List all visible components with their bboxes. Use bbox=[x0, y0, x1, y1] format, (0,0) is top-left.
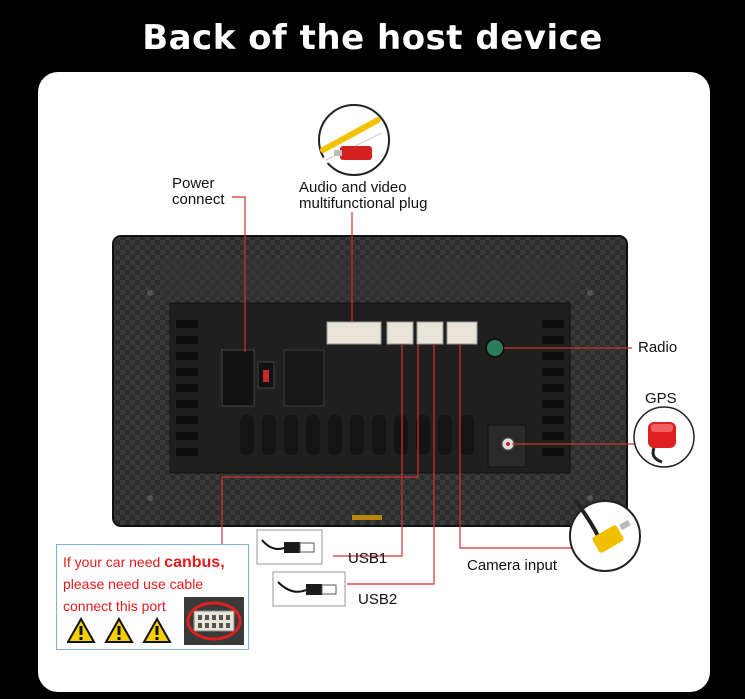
audio-video-plug-icon bbox=[318, 104, 390, 176]
usb1-label: USB1 bbox=[348, 550, 388, 567]
canbus-port-icon bbox=[184, 597, 244, 645]
leader-lines bbox=[221, 196, 636, 585]
canbus-note-line3: connect this port bbox=[63, 598, 166, 614]
warning-icon bbox=[67, 617, 96, 643]
audio-video-label-line2: multifunctional plug bbox=[299, 195, 428, 212]
canbus-note-line2: please need use cable bbox=[63, 576, 204, 592]
gps-label: GPS bbox=[645, 390, 677, 407]
audio-video-label: Audio and video multifunctional plug bbox=[299, 180, 427, 212]
power-label-line2: connect bbox=[172, 191, 225, 208]
usb-cable-icon bbox=[256, 529, 323, 565]
usb-cable-icon bbox=[272, 571, 346, 607]
gps-antenna-icon bbox=[633, 406, 695, 468]
canbus-note: If your car need canbus, please need use… bbox=[56, 544, 249, 650]
canbus-note-line1: If your car need canbus, bbox=[63, 553, 225, 572]
audio-video-label-line1: Audio and video bbox=[299, 179, 407, 196]
host-device-back bbox=[112, 235, 628, 527]
canbus-note-bold: canbus, bbox=[164, 554, 225, 571]
page-title: Back of the host device bbox=[142, 18, 603, 58]
camera-input-label: Camera input bbox=[467, 557, 558, 574]
canbus-note-prefix: If your car need bbox=[63, 554, 165, 570]
camera-rca-plug-icon bbox=[569, 498, 641, 572]
power-label-line1: Power bbox=[172, 175, 215, 192]
usb2-label: USB2 bbox=[358, 591, 398, 608]
power-connect-label: Power connect bbox=[172, 176, 225, 208]
warning-icon bbox=[142, 617, 172, 643]
warning-icons bbox=[67, 617, 172, 643]
warning-icon bbox=[104, 617, 134, 643]
radio-label: Radio bbox=[638, 339, 678, 356]
